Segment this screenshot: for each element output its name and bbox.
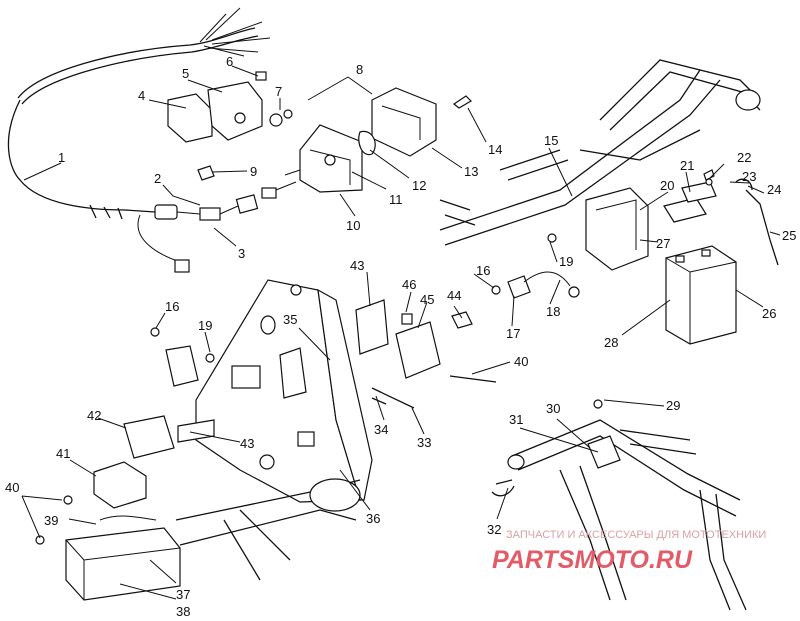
callout-31: 31 — [509, 412, 523, 427]
callout-numbers: 1 2 3 4 5 6 7 8 9 10 11 12 13 14 15 16 1… — [5, 54, 796, 619]
callout-5: 5 — [182, 66, 189, 81]
callout-22: 22 — [737, 150, 751, 165]
callout-12: 12 — [412, 178, 426, 193]
callout-19-upper: 19 — [559, 254, 573, 269]
callout-37: 37 — [176, 587, 190, 602]
callout-43-upper: 43 — [350, 258, 364, 273]
callout-26: 26 — [762, 306, 776, 321]
callout-38: 38 — [176, 604, 190, 619]
callout-44: 44 — [447, 288, 461, 303]
taillight-assembly — [275, 87, 472, 193]
cdi-box — [355, 299, 473, 379]
battery-box — [547, 181, 717, 271]
callout-4: 4 — [138, 88, 145, 103]
callout-19-lower: 19 — [198, 318, 212, 333]
leader-lines — [21, 65, 781, 600]
callout-7: 7 — [275, 84, 282, 99]
connector-assembly — [137, 187, 277, 273]
callout-29: 29 — [666, 398, 680, 413]
callout-6: 6 — [226, 54, 233, 69]
callout-3: 3 — [238, 246, 245, 261]
callout-21: 21 — [680, 158, 694, 173]
callout-16-lower: 16 — [165, 299, 179, 314]
callout-46: 46 — [402, 277, 416, 292]
callout-39: 39 — [44, 513, 58, 528]
callout-30: 30 — [546, 401, 560, 416]
callout-32: 32 — [487, 522, 501, 537]
callout-27: 27 — [656, 236, 670, 251]
callout-33: 33 — [417, 435, 431, 450]
callout-17: 17 — [506, 326, 520, 341]
watermark-caption: ЗАПЧАСТИ И АКСЕССУАРЫ ДЛЯ МОТОТЕХНИКИ — [506, 529, 766, 541]
rear-subframe — [491, 399, 747, 611]
bolts — [35, 375, 497, 545]
callout-40-right: 40 — [514, 354, 528, 369]
upper-frame — [439, 59, 761, 246]
callout-28: 28 — [604, 335, 618, 350]
callout-43-lower: 43 — [240, 436, 254, 451]
callout-16-upper: 16 — [476, 263, 490, 278]
callout-40-left: 40 — [5, 480, 19, 495]
callout-25: 25 — [782, 228, 796, 243]
callout-18: 18 — [546, 304, 560, 319]
callout-24: 24 — [767, 182, 781, 197]
side-panel — [195, 279, 373, 503]
callout-15: 15 — [544, 133, 558, 148]
callout-13: 13 — [464, 164, 478, 179]
wiring-harness — [7, 7, 271, 220]
callout-20: 20 — [660, 178, 674, 193]
watermark: ЗАПЧАСТИ И АКСЕССУАРЫ ДЛЯ МОТОТЕХНИКИ PA… — [492, 529, 766, 574]
battery — [665, 169, 779, 345]
callout-23: 23 — [742, 169, 756, 184]
callout-35: 35 — [283, 312, 297, 327]
callout-1: 1 — [58, 150, 65, 165]
callout-2: 2 — [154, 171, 161, 186]
callout-9: 9 — [250, 164, 257, 179]
callout-36: 36 — [366, 511, 380, 526]
callout-34: 34 — [374, 422, 388, 437]
callout-10: 10 — [346, 218, 360, 233]
voltage-regulator — [93, 327, 215, 509]
callout-14: 14 — [488, 142, 502, 157]
mount-bracket — [167, 71, 293, 181]
relay-bracket — [491, 271, 580, 299]
callout-45: 45 — [420, 292, 434, 307]
callout-11: 11 — [389, 192, 403, 207]
callout-42: 42 — [87, 408, 101, 423]
watermark-brand: PARTSMOTO.RU — [492, 546, 693, 574]
lower-frame — [65, 478, 361, 601]
callout-41: 41 — [56, 446, 70, 461]
callout-8: 8 — [356, 62, 363, 77]
